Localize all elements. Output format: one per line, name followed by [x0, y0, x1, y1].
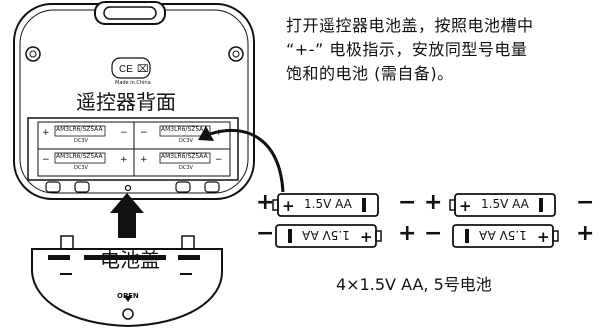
- svg-text:−: −: [42, 155, 50, 165]
- slot-sub-2: DC3V: [179, 138, 193, 144]
- battery-4: + 1.5V AA: [449, 223, 559, 249]
- battery-4-text: 1.5V AA: [479, 228, 527, 242]
- made-in-label: Made in China: [115, 80, 151, 86]
- svg-text:CE: CE: [119, 64, 133, 75]
- battery-2-text: 1.5V AA: [481, 197, 529, 211]
- svg-text:+: +: [42, 128, 50, 138]
- up-arrow-icon: [110, 193, 144, 238]
- battery-sign-plus: +: [398, 221, 417, 246]
- battery-3: + 1.5V AA: [272, 223, 382, 249]
- svg-text:+: +: [282, 197, 295, 215]
- battery-3-text: 1.5V AA: [302, 228, 350, 242]
- battery-shape: +: [452, 224, 559, 248]
- svg-text:−: −: [215, 155, 223, 165]
- battery-1-text: 1.5V AA: [304, 197, 352, 211]
- slot-text-2: AM3LR6/SZ5AA: [161, 126, 208, 133]
- battery-sign-minus: −: [398, 190, 417, 215]
- remote-back: CE ⌧ + − − + − + + −: [13, 1, 255, 200]
- remote-back-label: 遥控器背面: [76, 90, 176, 114]
- slot-sub-4: DC3V: [179, 165, 193, 171]
- svg-text:−: −: [140, 128, 148, 138]
- slot-sub-1: DC3V: [74, 138, 88, 144]
- svg-text:+: +: [459, 197, 472, 215]
- slot-sub-3: DC3V: [74, 165, 88, 171]
- instruction-line-1: 打开遥控器电池盖，按照电池槽中: [286, 16, 534, 35]
- svg-text:+: +: [360, 228, 373, 246]
- svg-text:−: −: [120, 128, 128, 138]
- battery-shape: +: [272, 193, 379, 217]
- battery-spec-label: 4×1.5V AA, 5号电池: [336, 275, 492, 294]
- instruction-line-2: “+-” 电极指示，安放同型号电量: [286, 40, 528, 59]
- curved-arrow-icon: [198, 126, 285, 193]
- open-label: OPEN: [117, 292, 139, 300]
- slot-text-1: AM3LR6/SZ5AA: [56, 126, 103, 133]
- battery-shape: +: [449, 193, 556, 217]
- svg-text:+: +: [120, 155, 128, 165]
- battery-cover-label: 电池盖: [100, 248, 160, 272]
- battery-sign-minus: −: [424, 221, 443, 246]
- svg-text:⌧: ⌧: [137, 64, 149, 75]
- battery-sign-plus: +: [424, 190, 443, 215]
- battery-cover: [31, 235, 223, 328]
- battery-2: + 1.5V AA: [449, 192, 559, 218]
- battery-shape: +: [275, 224, 382, 248]
- slot-text-4: AM3LR6/SZ5AA: [161, 153, 208, 160]
- svg-text:+: +: [537, 228, 550, 246]
- battery-sign-minus: −: [256, 221, 275, 246]
- slot-text-3: AM3LR6/SZ5AA: [56, 153, 103, 160]
- svg-text:+: +: [140, 155, 148, 165]
- battery-sign-plus: +: [256, 190, 275, 215]
- battery-sign-plus: +: [576, 221, 595, 246]
- battery-1: + 1.5V AA: [272, 192, 382, 218]
- battery-compartment: + − − + − + + −: [27, 117, 239, 181]
- instruction-line-3: 饱和的电池 (需自备)。: [286, 64, 454, 83]
- battery-sign-minus: −: [576, 190, 595, 215]
